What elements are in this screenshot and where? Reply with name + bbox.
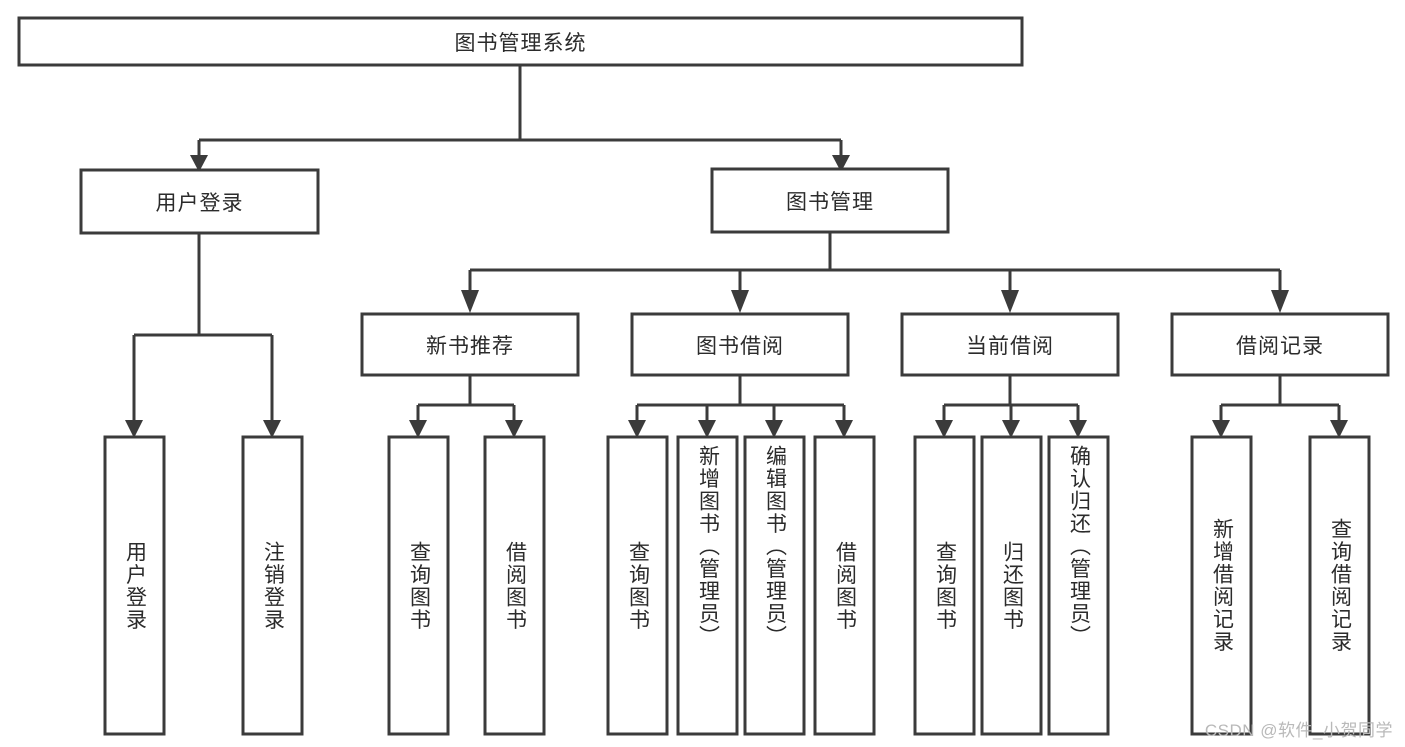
node-new-book[interactable] [360, 312, 580, 377]
arrow-head-icon [409, 420, 427, 438]
arrow-head-icon [731, 290, 749, 313]
node-borrow-book[interactable] [630, 312, 850, 377]
leaf-user-login-1[interactable] [241, 435, 304, 736]
node-user-login[interactable] [79, 168, 320, 235]
node-root[interactable] [17, 16, 1024, 67]
leaf-current-borrow-1[interactable] [980, 435, 1043, 736]
node-book-manage[interactable] [710, 167, 950, 234]
arrow-head-icon [125, 420, 143, 438]
leaf-user-login-0[interactable] [103, 435, 166, 736]
leaf-borrow-record-0[interactable] [1190, 435, 1253, 736]
node-borrow-record[interactable] [1170, 312, 1390, 377]
leaf-borrow-book-3[interactable] [813, 435, 876, 736]
arrow-head-icon [832, 155, 850, 172]
node-current-borrow[interactable] [900, 312, 1120, 377]
leaf-new-book-0[interactable] [387, 435, 450, 736]
leaf-borrow-book-1[interactable] [676, 435, 739, 736]
arrow-head-icon [1212, 420, 1230, 438]
leaf-borrow-record-1[interactable] [1308, 435, 1371, 736]
arrow-head-icon [765, 420, 783, 438]
arrow-head-icon [1271, 290, 1289, 313]
arrow-head-icon [461, 290, 479, 313]
arrow-head-icon [190, 155, 208, 172]
edges-layer [125, 65, 1348, 438]
arrow-head-icon [698, 420, 716, 438]
leaf-borrow-book-2[interactable] [743, 435, 806, 736]
arrow-head-icon [505, 420, 523, 438]
nodes-layer [17, 16, 1390, 736]
arrow-head-icon [935, 420, 953, 438]
leaf-new-book-1[interactable] [483, 435, 546, 736]
watermark: CSDN @软件_小贺同学 [1204, 721, 1393, 740]
arrow-head-icon [628, 420, 646, 438]
arrow-head-icon [1001, 290, 1019, 313]
leaf-current-borrow-0[interactable] [913, 435, 976, 736]
arrow-head-icon [1330, 420, 1348, 438]
arrow-head-icon [1002, 420, 1020, 438]
arrow-head-icon [263, 420, 281, 438]
arrow-head-icon [1069, 420, 1087, 438]
arrow-head-icon [835, 420, 853, 438]
leaf-current-borrow-2[interactable] [1047, 435, 1110, 736]
leaf-borrow-book-0[interactable] [606, 435, 669, 736]
